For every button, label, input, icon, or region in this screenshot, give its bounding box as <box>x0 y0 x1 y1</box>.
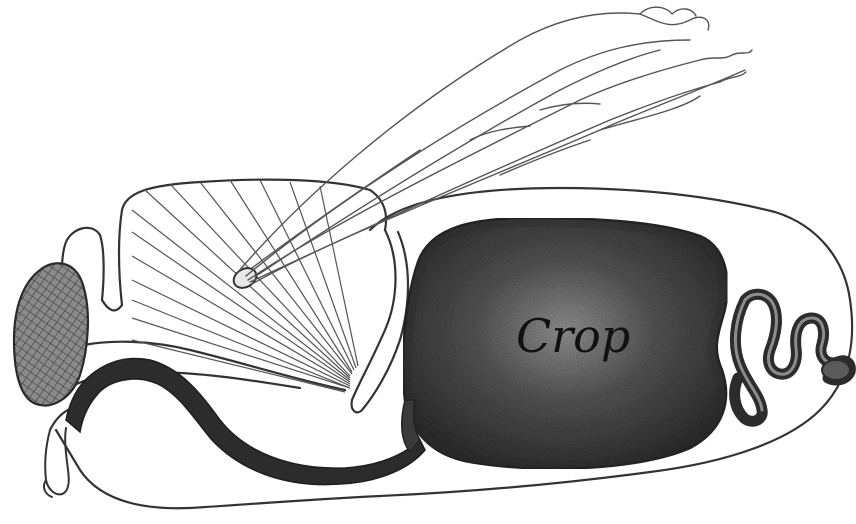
abdomen-tip <box>822 360 850 380</box>
gut-tube <box>66 359 425 485</box>
thorax-divider <box>352 230 408 412</box>
hindgut-coil <box>735 294 851 421</box>
proboscis <box>44 428 69 497</box>
crop-label: Crop <box>516 309 630 363</box>
compound-eye <box>14 263 88 405</box>
